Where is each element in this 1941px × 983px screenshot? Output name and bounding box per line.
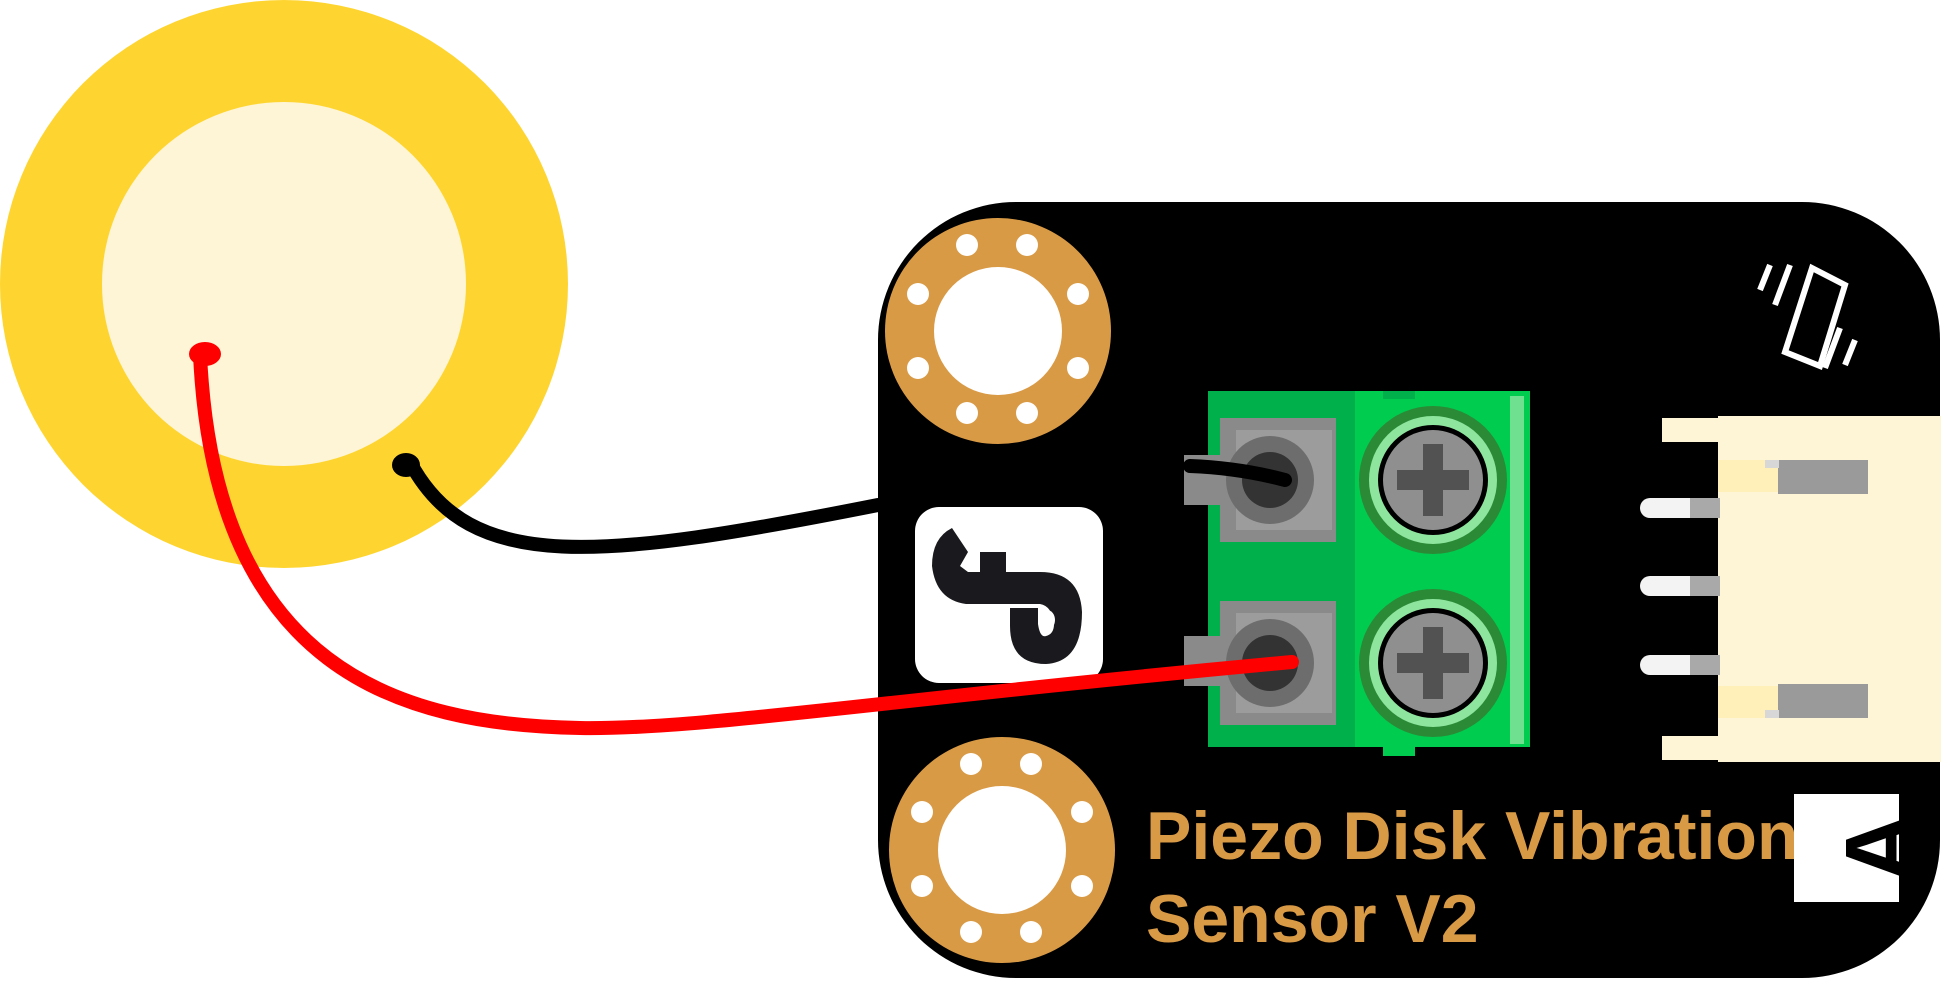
piezo-disk — [0, 0, 568, 568]
mounting-hole-bottom — [889, 737, 1115, 963]
mounting-hole-top — [885, 218, 1111, 444]
analog-badge: A — [1794, 794, 1935, 902]
board-title-line1: Piezo Disk Vibration — [1146, 798, 1798, 874]
wire-ground — [392, 453, 1292, 554]
wire-signal — [189, 342, 1299, 736]
sensor-board: Piezo Disk Vibration Sensor V2 A — [878, 202, 1941, 978]
terminal-screw-bottom — [1359, 589, 1507, 737]
connector-pin-2 — [1640, 576, 1720, 596]
piezo-disk-inner — [102, 102, 466, 466]
connector-pin-3 — [1640, 655, 1720, 675]
vibration-icon — [1757, 263, 1858, 370]
df-logo — [915, 507, 1103, 683]
terminal-slot-top — [1184, 418, 1336, 542]
wire-signal-tip — [189, 342, 221, 366]
terminal-block — [1184, 391, 1530, 756]
terminal-screw-top — [1359, 406, 1507, 554]
analog-badge-letter: A — [1825, 813, 1935, 884]
board-title-line2: Sensor V2 — [1146, 881, 1479, 957]
three-pin-connector — [1640, 416, 1941, 762]
wire-ground-tip — [392, 453, 420, 477]
connector-pin-1 — [1640, 498, 1720, 518]
